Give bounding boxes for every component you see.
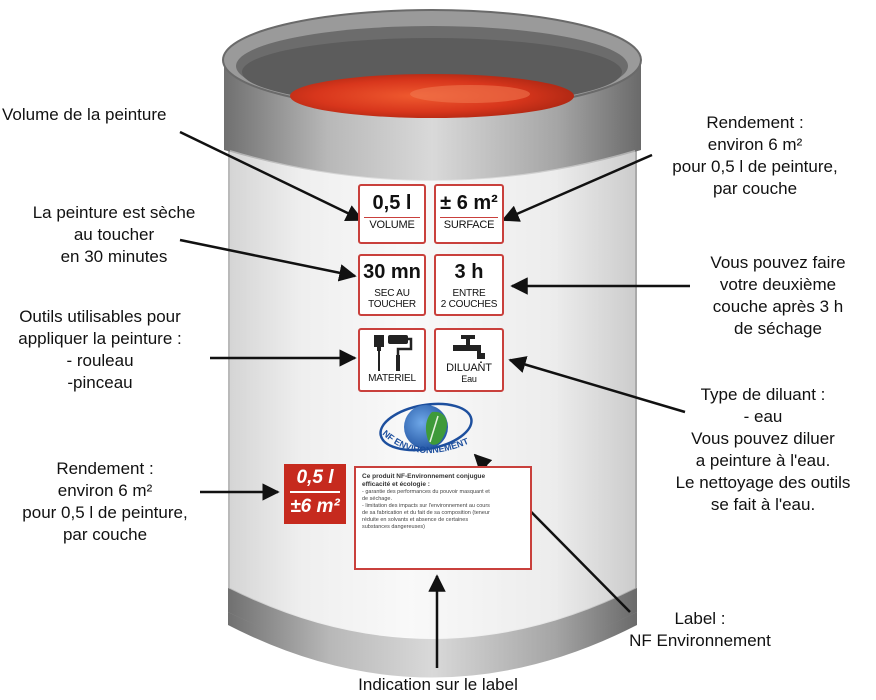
callout-line: -pinceau: [67, 373, 133, 392]
red-yield-badge: 0,5 l ±6 m²: [284, 464, 346, 524]
can-top-rim: [222, 9, 642, 181]
label-line: de sa fabrication et du fait de sa compo…: [362, 510, 490, 516]
can-bottom-rim: [228, 588, 637, 663]
faucet-icon: [453, 335, 485, 363]
thinner-caption: DILUANT: [446, 362, 492, 374]
recoat-badge: 3 h ENTRE 2 COUCHES: [434, 254, 504, 316]
callout-line: Rendement :: [706, 113, 804, 132]
label-line: substances dangereuses): [362, 524, 425, 530]
arrow-thinner: [508, 356, 686, 414]
red-badge-top: 0,5 l: [296, 467, 334, 488]
recoat-caption-2: 2 COUCHES: [440, 299, 498, 310]
callout-line: environ 6 m²: [707, 135, 803, 154]
recoat-value: 3 h: [454, 261, 484, 283]
surface-value: ± 6 m²: [440, 192, 498, 214]
callout-line: - rouleau: [66, 351, 134, 370]
callout-line: appliquer la peinture :: [18, 329, 182, 348]
callout-line: Vous pouvez diluer: [691, 429, 835, 448]
callout-line: Type de diluant :: [700, 385, 826, 404]
callout-thinner: Type de diluant : - eau Vous pouvez dilu…: [650, 384, 876, 516]
arrow-surface: [501, 153, 653, 222]
callout-line: par couche: [62, 525, 148, 544]
callout-label-indication: Indication sur le label: [320, 674, 556, 696]
callout-line: par couche: [712, 179, 798, 198]
callout-line: - eau: [743, 407, 783, 426]
callout-line: Volume de la peinture: [2, 105, 167, 124]
callout-line: Label :: [674, 609, 726, 628]
callout-line: Rendement :: [56, 459, 154, 478]
callout-yield-left: Rendement : environ 6 m² pour 0,5 l de p…: [10, 458, 200, 546]
callout-line: environ 6 m²: [57, 481, 153, 500]
recoat-caption-1: ENTRE: [452, 288, 486, 299]
label-info-box: Ce produit NF-Environnement conjugue eff…: [354, 466, 532, 570]
dry-time-badge: 30 mn SEC AU TOUCHER: [358, 254, 426, 316]
callout-tools: Outils utilisables pour appliquer la pei…: [0, 306, 200, 394]
volume-caption: VOLUME: [369, 219, 415, 231]
label-line: - limitation des impacts sur l'environne…: [362, 503, 490, 509]
callout-line: La peinture est sèche: [32, 203, 196, 222]
thinner-badge: DILUANT Eau: [434, 328, 504, 392]
callout-recoat: Vous pouvez faire votre deuxième couche …: [688, 252, 868, 340]
dry-time-caption-2: TOUCHER: [368, 299, 416, 310]
arrow-dry-time: [179, 238, 357, 282]
callout-line: couche après 3 h: [712, 297, 844, 316]
volume-value: 0,5 l: [372, 192, 412, 214]
dry-time-value: 30 mn: [363, 261, 421, 283]
label-line: de séchage.: [362, 496, 392, 502]
callout-eco-label: Label : NF Environnement: [610, 608, 790, 652]
brush-roller-icon: [374, 335, 413, 371]
callout-line: a peinture à l'eau.: [695, 451, 831, 470]
tools-badge: MATERIEL: [358, 328, 426, 392]
label-line: réduite en solvants et absence de certai…: [362, 517, 469, 523]
callout-line: votre deuxième: [719, 275, 837, 294]
label-head-2: efficacité et écologie :: [362, 481, 430, 488]
callout-line: NF Environnement: [629, 631, 771, 650]
callout-line: pour 0,5 l de peinture,: [672, 157, 838, 176]
volume-badge: 0,5 l VOLUME: [358, 184, 426, 244]
surface-badge: ± 6 m² SURFACE: [434, 184, 504, 244]
surface-caption: SURFACE: [443, 219, 495, 231]
tools-caption: MATERIEL: [368, 373, 416, 384]
label-head-1: Ce produit NF-Environnement conjugue: [362, 473, 486, 480]
thinner-sub: Eau: [461, 374, 477, 384]
dry-time-caption-1: SEC AU: [374, 288, 410, 299]
red-badge-bottom: ±6 m²: [290, 496, 340, 517]
callout-line: de séchage: [734, 319, 822, 338]
callout-line: pour 0,5 l de peinture,: [22, 503, 188, 522]
label-line: - garantie des performances du pouvoir m…: [362, 489, 490, 495]
arrow-volume: [179, 130, 364, 222]
callout-line: Vous pouvez faire: [710, 253, 846, 272]
callout-line: Outils utilisables pour: [19, 307, 181, 326]
callout-line: se fait à l'eau.: [710, 495, 816, 514]
callout-line: en 30 minutes: [60, 247, 168, 266]
callout-line: au toucher: [73, 225, 155, 244]
callout-yield-right: Rendement : environ 6 m² pour 0,5 l de p…: [650, 112, 860, 200]
callout-line: Le nettoyage des outils: [675, 473, 851, 492]
callout-volume: Volume de la peinture: [2, 104, 166, 126]
callout-dry-time: La peinture est sèche au toucher en 30 m…: [0, 202, 228, 268]
callout-line: Indication sur le label: [358, 675, 518, 694]
